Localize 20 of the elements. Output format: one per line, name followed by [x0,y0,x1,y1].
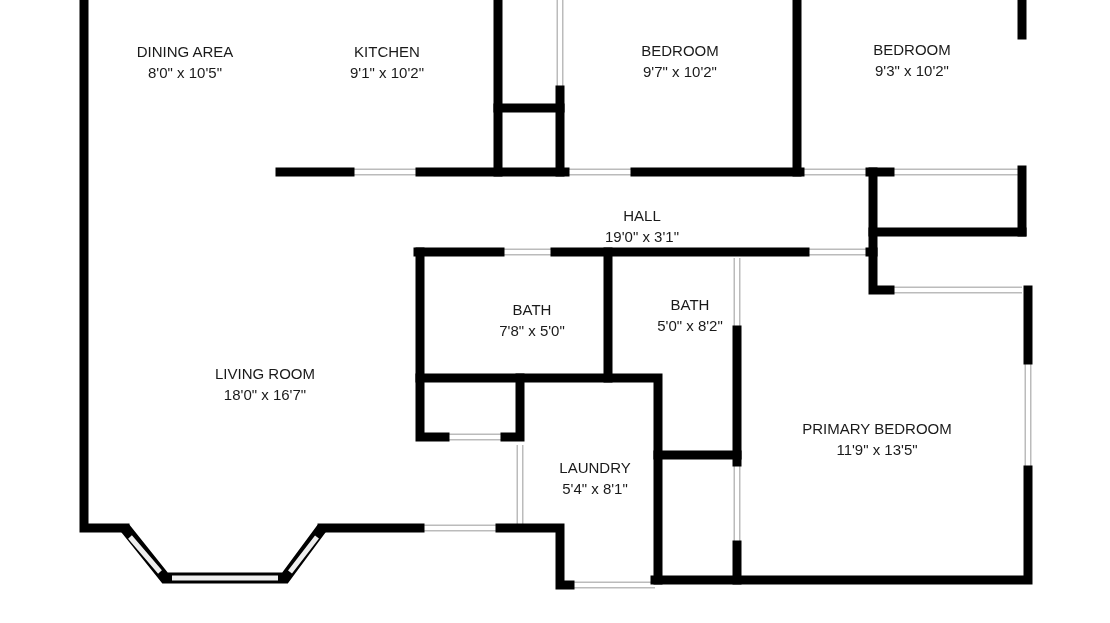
room-dimensions: 5'4" x 8'1" [562,479,628,499]
room-dimensions: 9'7" x 10'2" [643,62,717,82]
room-name: HALL [623,206,661,226]
room-name: LAUNDRY [559,458,631,478]
room-dimensions: 8'0" x 10'5" [148,63,222,83]
room-dimensions: 19'0" x 3'1" [605,227,679,247]
room-dimensions: 9'1" x 10'2" [350,63,424,83]
room-dimensions: 11'9" x 13'5" [836,440,918,460]
room-dimensions: 5'0" x 8'2" [657,316,723,336]
room-name: BEDROOM [873,40,951,60]
room-dimensions: 18'0" x 16'7" [223,385,307,405]
room-name: DINING AREA [136,42,234,62]
room-name: PRIMARY BEDROOM [802,419,952,439]
room-dimensions: 9'3" x 10'2" [875,61,949,81]
room-dimensions: 7'8" x 5'0" [499,321,565,341]
room-name: BATH [670,295,710,315]
room-name: LIVING ROOM [215,364,315,384]
room-name: KITCHEN [354,42,420,62]
room-name: BATH [512,300,552,320]
room-name: BEDROOM [641,41,719,61]
